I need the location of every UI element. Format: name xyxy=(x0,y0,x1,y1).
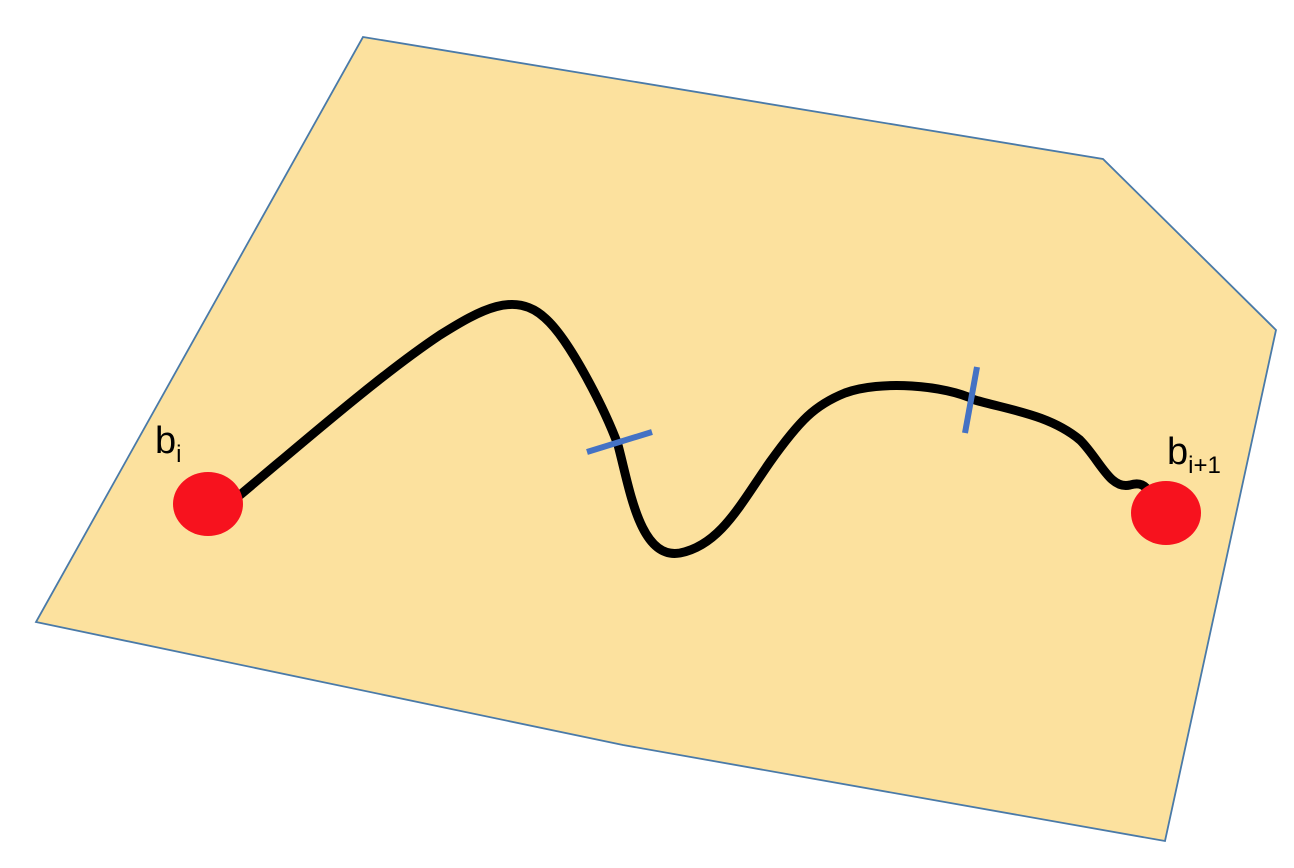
start-endpoint xyxy=(173,472,243,536)
start-label: bi xyxy=(155,420,181,468)
end-label: bi+1 xyxy=(1167,431,1221,479)
path-curve xyxy=(235,299,1155,558)
region-polygon xyxy=(34,36,1277,843)
start-label-base: b xyxy=(155,420,176,462)
end-label-base: b xyxy=(1167,431,1188,473)
start-label-subscript: i xyxy=(176,441,181,468)
path-tick-mark xyxy=(586,429,653,455)
end-label-subscript: i+1 xyxy=(1188,452,1221,479)
path-tick-mark xyxy=(962,366,980,434)
end-endpoint xyxy=(1131,481,1201,545)
